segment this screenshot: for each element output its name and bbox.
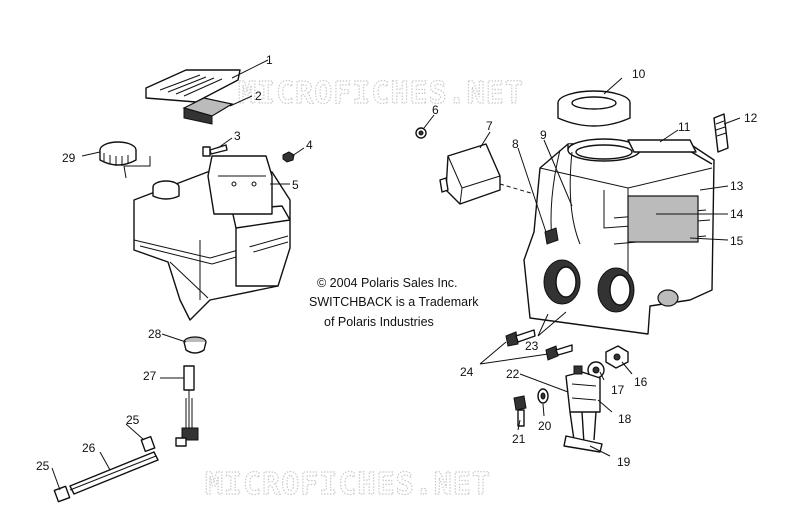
oil-tank-assembly bbox=[53, 69, 295, 503]
callout-1: 1 bbox=[266, 53, 273, 67]
callout-26: 26 bbox=[82, 441, 96, 455]
callout-17: 17 bbox=[611, 383, 625, 397]
callout-8: 8 bbox=[512, 137, 519, 151]
screw-6-part bbox=[415, 127, 427, 139]
nut-part bbox=[282, 151, 295, 163]
callout-25-upper: 25 bbox=[126, 413, 140, 427]
callout-29: 29 bbox=[62, 151, 76, 165]
pad-part bbox=[182, 97, 234, 125]
washer-20-part bbox=[537, 388, 549, 404]
callout-10: 10 bbox=[632, 67, 646, 81]
callout-21: 21 bbox=[512, 432, 526, 446]
callout-24: 24 bbox=[460, 365, 474, 379]
callout-14: 14 bbox=[730, 207, 744, 221]
callout-7: 7 bbox=[486, 119, 493, 133]
grommet-part bbox=[183, 336, 207, 354]
clamp-upper-part bbox=[140, 435, 156, 453]
callout-23: 23 bbox=[525, 339, 539, 353]
copyright-notice: © 2004 Polaris Sales Inc. SWITCHBACK is … bbox=[309, 276, 479, 329]
airbox-assembly bbox=[415, 90, 729, 453]
callout-15: 15 bbox=[730, 234, 744, 248]
bracket-part bbox=[207, 155, 273, 215]
copyright-line: © 2004 Polaris Sales Inc. bbox=[317, 276, 458, 290]
callout-25-lower: 25 bbox=[36, 459, 50, 473]
watermark-top: MICROFICHES.NET bbox=[238, 76, 524, 111]
callout-9: 9 bbox=[540, 128, 547, 142]
callout-28: 28 bbox=[148, 327, 162, 341]
trademark-line-2: of Polaris Industries bbox=[324, 315, 434, 329]
callout-6: 6 bbox=[432, 103, 439, 117]
callout-12: 12 bbox=[744, 111, 758, 125]
module-part bbox=[439, 143, 535, 205]
callout-22: 22 bbox=[506, 367, 520, 381]
trademark-line-1: SWITCHBACK is a Trademark bbox=[309, 295, 479, 309]
callout-18: 18 bbox=[618, 412, 632, 426]
clip-part bbox=[713, 113, 729, 153]
bolt-23-part bbox=[505, 329, 536, 347]
airbox-body bbox=[523, 138, 715, 335]
intake-ring-part bbox=[557, 90, 631, 127]
bolt-21-part bbox=[513, 395, 527, 427]
clamp-lower-part bbox=[53, 485, 71, 503]
bolt-24-part bbox=[545, 344, 573, 361]
callout-3: 3 bbox=[234, 129, 241, 143]
callout-16: 16 bbox=[634, 375, 648, 389]
callout-2: 2 bbox=[255, 89, 262, 103]
callout-20: 20 bbox=[538, 419, 552, 433]
hose-part bbox=[69, 451, 159, 495]
support-bracket-part bbox=[563, 365, 603, 453]
filler-cap-part bbox=[99, 141, 137, 166]
level-sensor-part bbox=[175, 365, 199, 447]
callout-5: 5 bbox=[292, 178, 299, 192]
callout-4: 4 bbox=[306, 138, 313, 152]
callout-13: 13 bbox=[730, 179, 744, 193]
callout-11: 11 bbox=[678, 120, 691, 134]
callout-19: 19 bbox=[617, 455, 631, 469]
callout-27: 27 bbox=[143, 369, 157, 383]
leader-lines bbox=[51, 59, 741, 491]
cover-plate-part bbox=[145, 69, 241, 103]
callout-labels: 1 2 3 4 5 6 7 8 9 10 11 12 13 14 15 16 1… bbox=[36, 53, 758, 473]
bolt-3-part bbox=[202, 144, 228, 157]
watermark-bottom: MICROFICHES.NET bbox=[205, 467, 491, 502]
